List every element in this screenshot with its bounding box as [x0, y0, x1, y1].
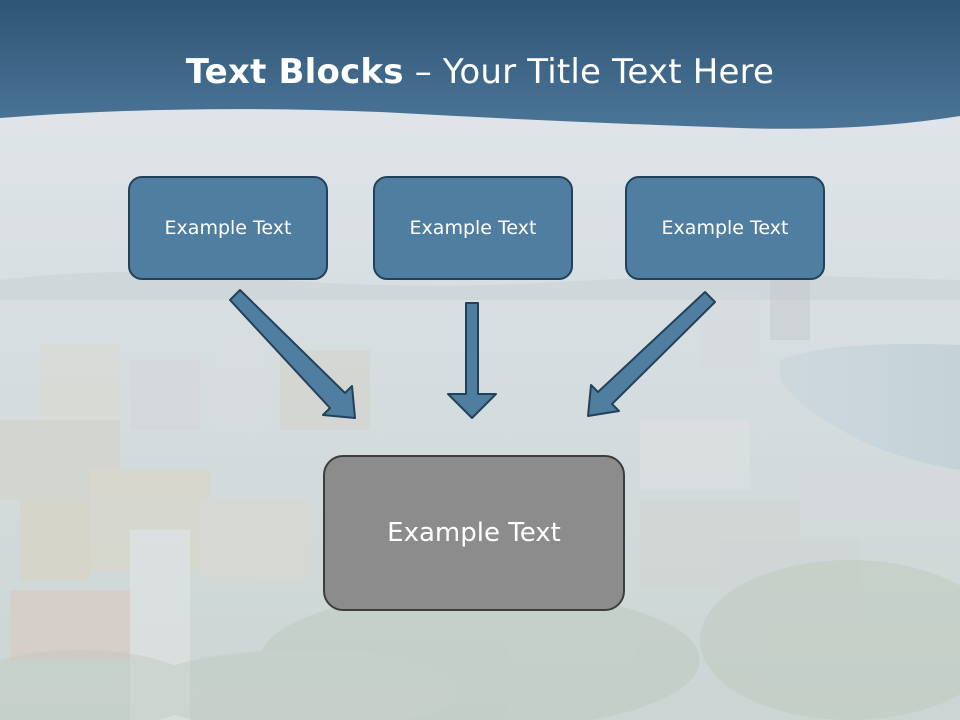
- title-separator: –: [403, 52, 443, 92]
- text-block-top-center[interactable]: Example Text: [373, 176, 573, 280]
- title-regular-part: Your Title Text Here: [442, 52, 775, 92]
- text-block-main[interactable]: Example Text: [323, 455, 625, 611]
- text-block-top-center-label: Example Text: [409, 217, 537, 239]
- title-bold-part: Text Blocks: [185, 52, 404, 92]
- slide-title: Text Blocks – Your Title Text Here: [0, 52, 960, 92]
- header-band: [0, 0, 960, 129]
- text-block-top-left-label: Example Text: [164, 217, 292, 239]
- text-block-top-right[interactable]: Example Text: [625, 176, 825, 280]
- text-block-top-right-label: Example Text: [661, 217, 789, 239]
- text-block-main-label: Example Text: [387, 518, 561, 548]
- text-block-top-left[interactable]: Example Text: [128, 176, 328, 280]
